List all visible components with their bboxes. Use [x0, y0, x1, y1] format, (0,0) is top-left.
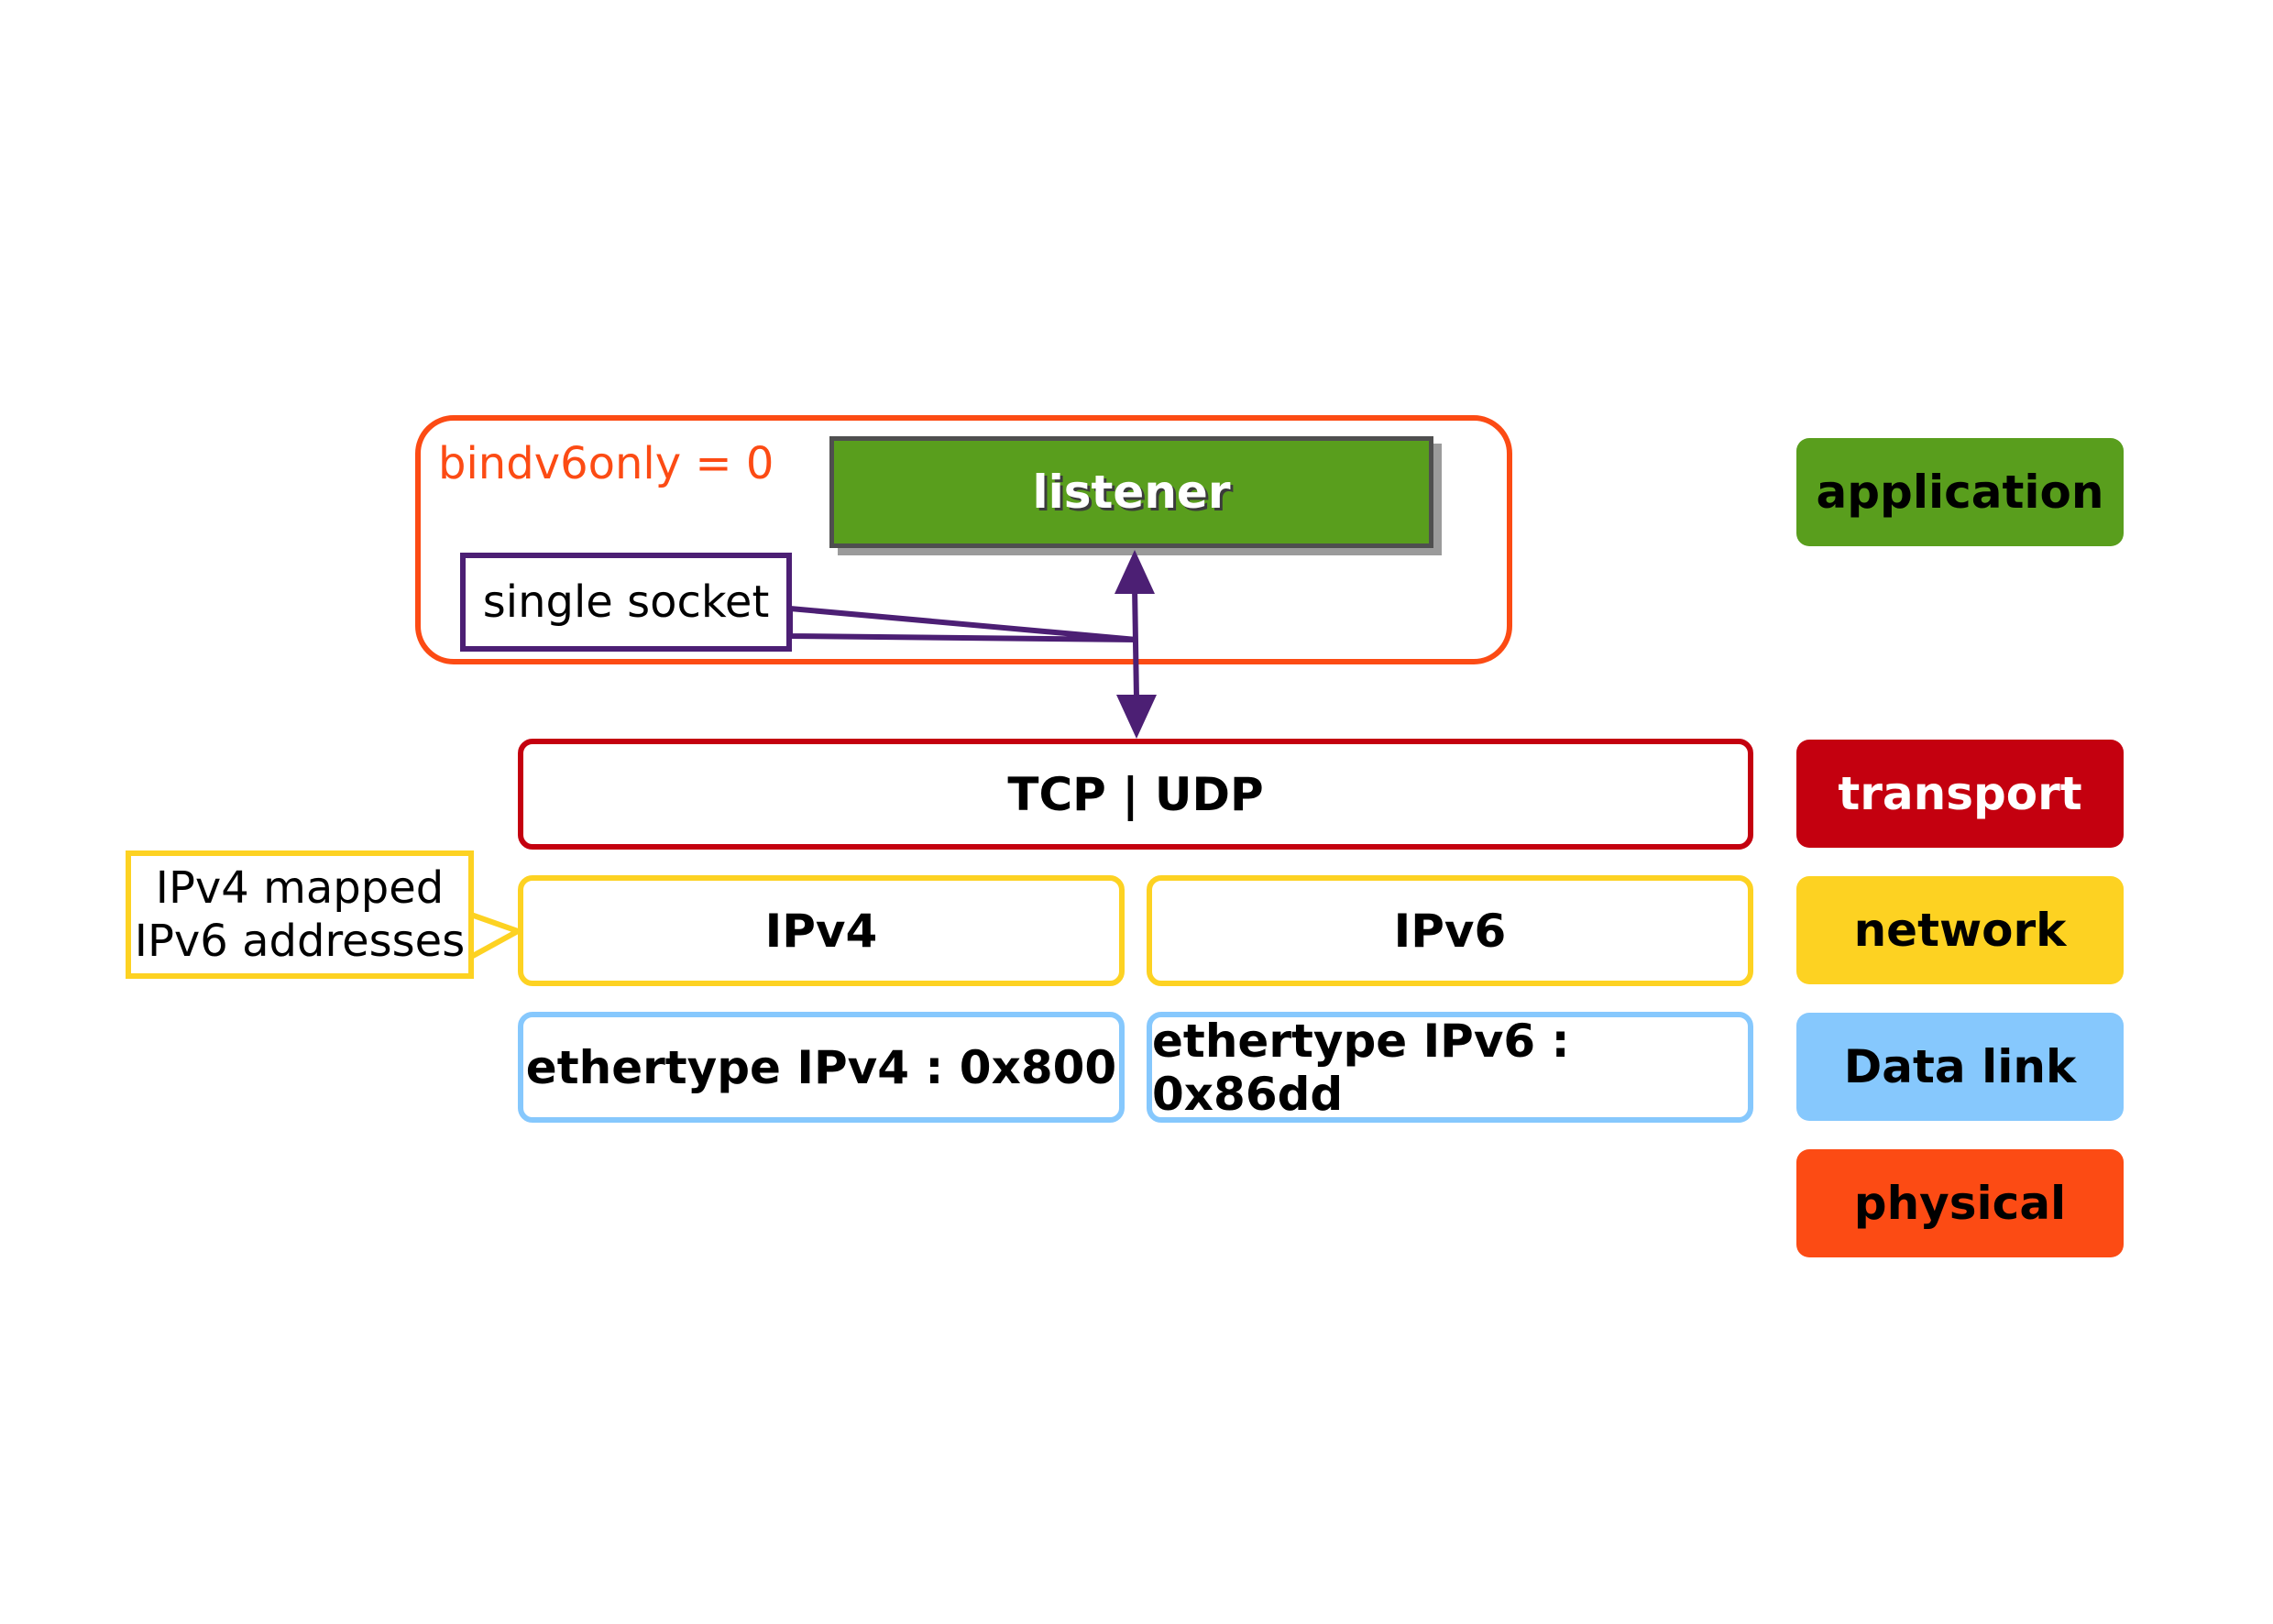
legend-physical: physical [1796, 1149, 2124, 1257]
ipv6-box: IPv6 [1147, 875, 1753, 986]
mapped-callout-line1: IPv4 mapped [155, 862, 445, 914]
ethertype-ipv4-box: ethertype IPv4 : 0x800 [518, 1012, 1125, 1123]
transport-box: TCP | UDP [518, 739, 1753, 850]
legend-data-link: Data link [1796, 1013, 2124, 1121]
listener-box: listener [829, 436, 1433, 548]
ipv4-mapped-callout: IPv4 mapped IPv6 addresses [126, 850, 474, 979]
socket-callout-tail [787, 605, 1137, 642]
single-socket-callout: single socket [460, 553, 792, 652]
ethertype-ipv6-box: ethertype IPv6 : 0x86dd [1147, 1012, 1753, 1123]
legend-network: network [1796, 876, 2124, 984]
bindv6only-group-box [415, 415, 1512, 664]
mapped-callout-tail [468, 910, 525, 962]
legend-transport: transport [1796, 740, 2124, 848]
bindv6only-label: bindv6only = 0 [438, 438, 774, 489]
arrow-head-up [1115, 550, 1155, 594]
legend-application: application [1796, 438, 2124, 546]
ipv4-box: IPv4 [518, 875, 1125, 986]
arrow-head-down [1116, 695, 1157, 739]
listener-transport-arrow [1132, 586, 1139, 699]
mapped-callout-line2: IPv6 addresses [134, 916, 466, 967]
